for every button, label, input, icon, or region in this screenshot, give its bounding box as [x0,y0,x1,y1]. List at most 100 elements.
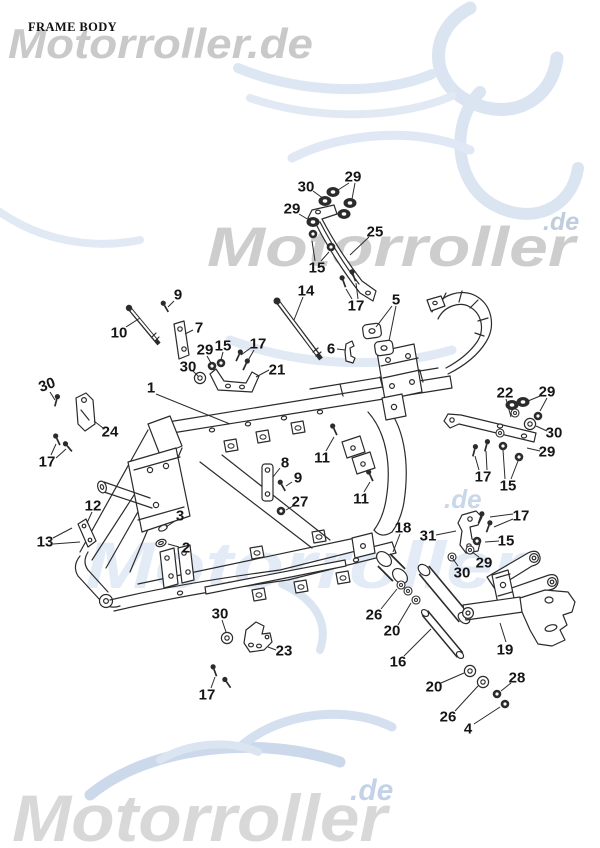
callout-14: 14 [298,283,315,300]
leader-line [55,448,67,459]
leader-line [165,520,176,528]
frame-drawing [74,290,493,612]
leader-line [473,706,501,725]
leader-line [167,543,180,548]
leader-line [125,317,141,328]
callout-17: 17 [250,336,267,353]
callout-2: 2 [182,540,190,557]
rear-hoop-inner [437,303,483,369]
callout-24: 24 [102,424,119,441]
callout-17: 17 [199,687,216,704]
leader-line [336,348,346,351]
callout-15: 15 [500,478,517,495]
watermark-bottom-text: Motorroller [12,781,391,848]
leader-line [435,530,457,536]
callout-30: 30 [212,606,229,623]
callout-23: 23 [276,643,293,660]
leader-line [285,481,293,487]
leader-line [93,420,104,429]
lower-rail [109,541,393,601]
callout-6: 6 [327,341,335,358]
leader-line [499,622,507,643]
leader-line [489,513,514,518]
callout-9: 9 [174,287,182,304]
front-foot [74,555,121,608]
part-bracket-6 [344,340,356,364]
page-title: FRAME BODY [28,20,118,34]
leader-line [255,369,270,378]
leader-line [452,558,459,567]
callout-29: 29 [197,342,214,359]
callout-19: 19 [497,642,514,659]
rear-down-tube [383,403,407,533]
callout-15: 15 [498,533,515,550]
leader-line [351,182,356,200]
leader-line [392,533,401,553]
leader-line [485,450,488,471]
part-rod-16 [420,608,465,660]
leader-line [312,190,325,200]
callout-31: 31 [420,528,437,545]
leader-line [355,282,359,300]
leader-line [380,588,398,610]
watermark-bottom-suffix: .de [350,774,393,807]
leader-line [155,393,231,425]
callout-22: 22 [497,385,514,402]
callout-29: 29 [284,201,301,218]
leader-line [349,236,370,256]
leader-line [285,505,294,511]
leader-line [50,443,57,456]
leader-line [325,436,335,452]
part-bracket-7 [173,320,190,360]
leader-line [206,355,212,364]
leader-line [272,467,281,478]
leader-line [363,481,371,493]
callout-11: 11 [314,450,330,467]
leader-line [388,305,397,342]
leader-line [220,351,224,361]
part-ring-2 [155,538,167,548]
leader-line [221,619,227,633]
leader-line [245,349,255,365]
leader-line [539,397,548,412]
callout-4: 4 [464,721,473,738]
leader-line [535,425,548,432]
leader-line [493,518,514,528]
leader-line [49,391,56,401]
callout-17: 17 [513,508,530,525]
callout-5: 5 [392,292,400,309]
callout-12: 12 [85,498,102,515]
leader-line [474,455,480,471]
callout-26: 26 [440,709,457,726]
watermark-gray-texts: Motorroller.de Motorroller .de Motorroll… [8,20,579,848]
leader-line [267,646,277,651]
leader-line [510,460,519,480]
leader-line [502,449,506,480]
leader-line [293,296,304,321]
steering-head [147,415,183,456]
leader-line [484,540,500,543]
callout-25: 25 [367,224,384,241]
watermark-center-suffix: .de [444,484,482,514]
leader-line [52,541,81,545]
callout-29: 29 [539,384,556,401]
leader-line [454,685,479,712]
callout-27: 27 [292,494,309,511]
part-bushing-18 [375,550,409,585]
part-bracket-23 [243,621,273,653]
parts-layer [51,187,576,709]
leader-line [505,398,512,418]
callout-13: 13 [37,534,54,551]
leader-line [337,182,350,191]
leader-line [86,511,93,524]
callout-7: 7 [195,320,203,337]
leader-line [52,527,73,539]
callout-28: 28 [509,670,526,687]
callout-20: 20 [384,623,401,640]
callout-20: 20 [426,679,443,696]
callout-30: 30 [454,565,471,582]
callout-29: 29 [345,169,362,186]
